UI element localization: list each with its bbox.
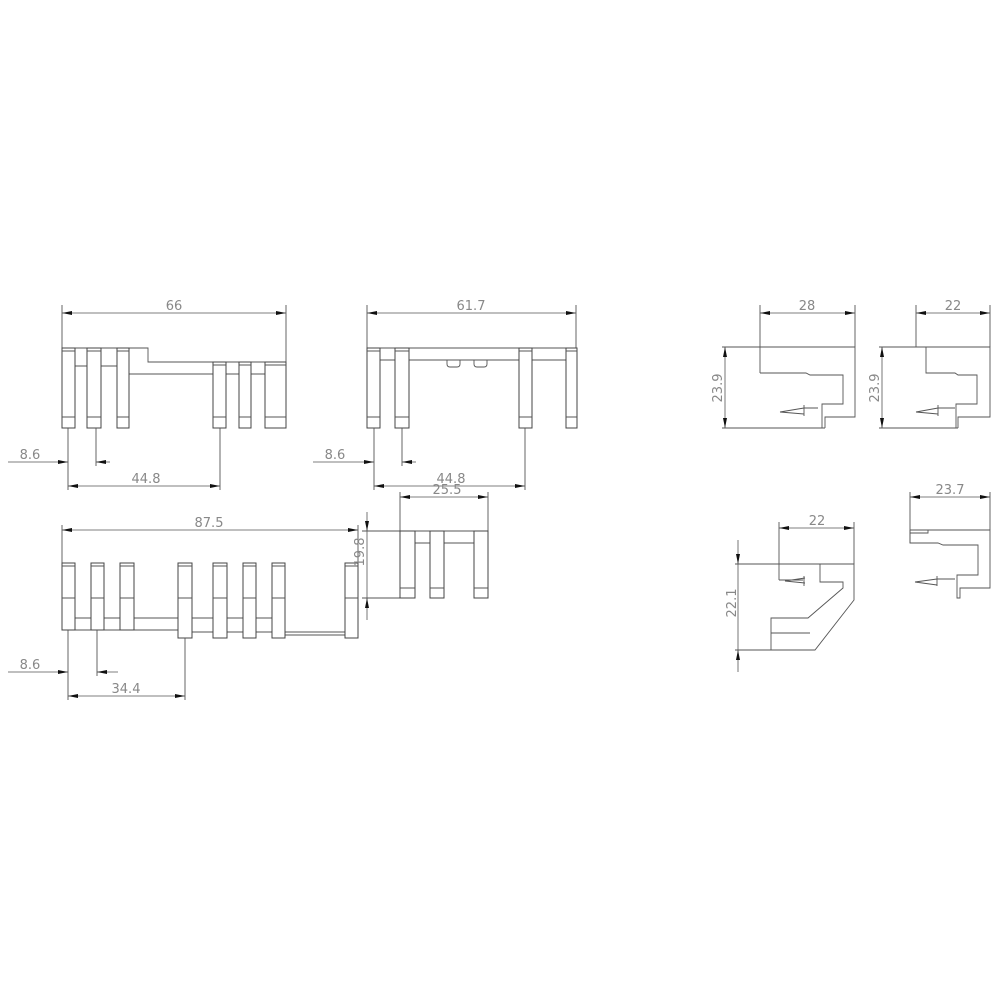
dimension-label-height: 19.8 [353,538,368,567]
dimension-label-offset: 44.8 [132,472,161,487]
side-view-2: 22 23.9 [868,299,991,429]
dimension-label-pitch: 8.6 [20,658,41,673]
dimension-label-pitch: 8.6 [20,448,41,463]
dimension-label-width: 66 [166,299,183,314]
side-view-1: 28 23.9 [711,299,856,429]
dimension-label-width: 23.7 [936,483,965,498]
view-bottom-left: 87.5 8.6 34.4 19.8 [8,512,400,700]
dimension-label-offset: 34.4 [112,682,141,697]
dimension-label-pitch: 8.6 [325,448,346,463]
dimension-label-width: 28 [799,299,816,314]
view-top-left: 66 8.6 44.8 [8,299,287,490]
dimension-label-offset: 44.8 [437,472,466,487]
dimension-label-width: 22 [945,299,962,314]
dimension-label-width: 87.5 [195,516,224,531]
dimension-label-height: 23.9 [711,374,726,403]
view-top-middle: 61.7 8.6 44.8 [313,299,578,490]
dimension-label-width: 61.7 [457,299,486,314]
view-bottom-middle: 25.5 [399,483,489,599]
dimension-label-height: 22.1 [725,589,740,618]
dimension-label-width: 25.5 [433,483,462,498]
dimension-label-width: 22 [809,514,826,529]
side-view-3: 22 22.1 [725,514,855,672]
side-view-4: 23.7 [909,483,991,599]
dimension-label-height: 23.9 [868,374,883,403]
